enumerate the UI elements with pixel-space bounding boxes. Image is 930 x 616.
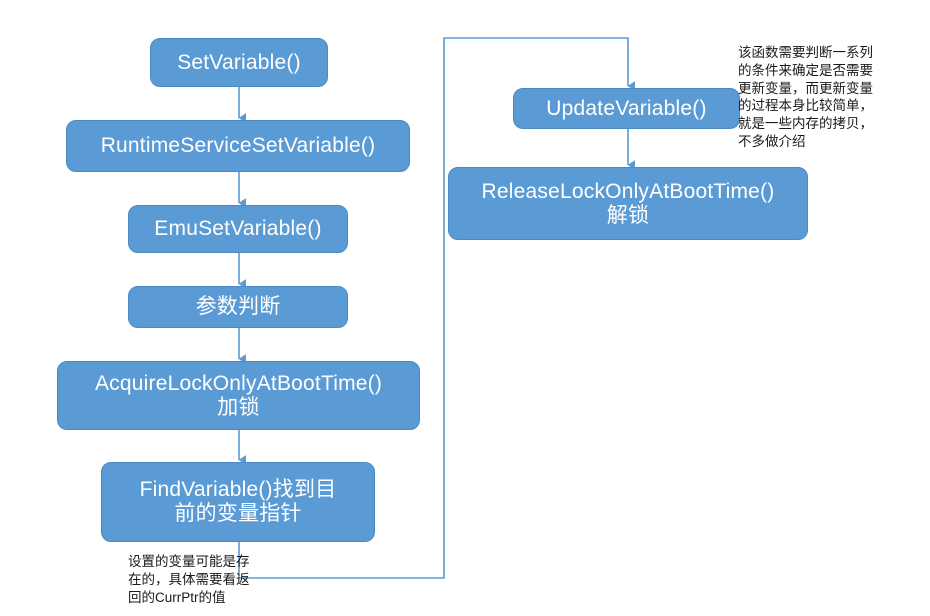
- node-set-variable[interactable]: SetVariable(): [150, 38, 328, 87]
- node-runtime-service[interactable]: RuntimeServiceSetVariable(): [66, 120, 410, 172]
- node-param-check[interactable]: 参数判断: [128, 286, 348, 328]
- note-find-variable: 设置的变量可能是存 在的，具体需要看返 回的CurrPtr的值: [128, 554, 250, 605]
- node-find-variable[interactable]: FindVariable()找到目 前的变量指针: [101, 462, 375, 542]
- note-update-variable: 该函数需要判断一系列 的条件来确定是否需要 更新变量，而更新变量 的过程本身比较…: [738, 45, 873, 150]
- node-update-variable[interactable]: UpdateVariable(): [513, 88, 740, 129]
- node-acquire-lock[interactable]: AcquireLockOnlyAtBootTime() 加锁: [57, 361, 420, 430]
- node-release-lock[interactable]: ReleaseLockOnlyAtBootTime() 解锁: [448, 167, 808, 240]
- node-emu-set-variable[interactable]: EmuSetVariable(): [128, 205, 348, 253]
